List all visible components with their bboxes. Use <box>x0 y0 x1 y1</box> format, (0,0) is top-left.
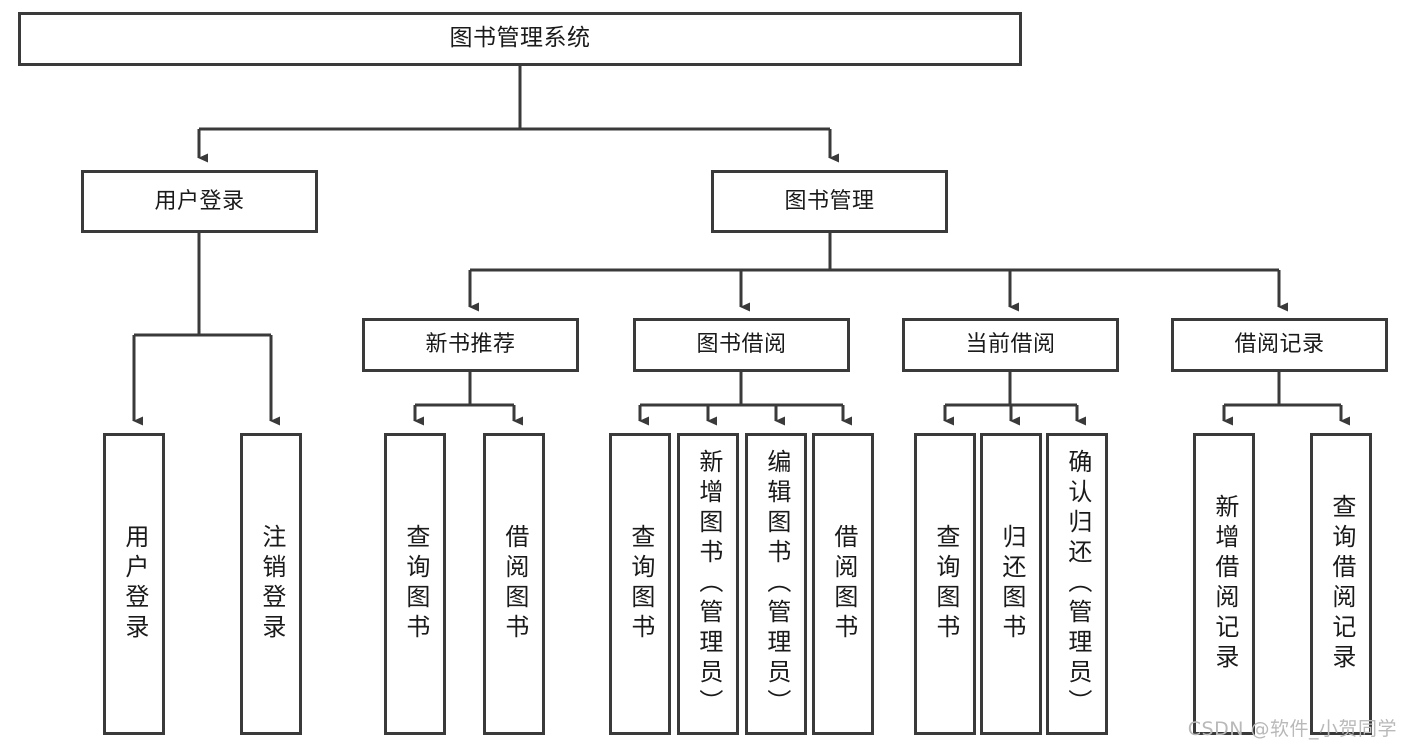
leaf-current-confirm-return-label: 确认归还（管理员） <box>1063 449 1092 719</box>
leaf-recommend-query-book[interactable]: 查询图书 <box>384 433 446 735</box>
leaf-borrow-borrow-book[interactable]: 借阅图书 <box>812 433 874 735</box>
leaf-borrow-add-book-label: 新增图书（管理员） <box>694 449 723 719</box>
leaf-record-add-record-label: 新增借阅记录 <box>1210 494 1239 674</box>
leaf-user-logout-label: 注销登录 <box>257 524 286 644</box>
leaf-recommend-borrow-book-label: 借阅图书 <box>500 524 529 644</box>
node-root-label: 图书管理系统 <box>449 25 591 52</box>
leaf-recommend-borrow-book[interactable]: 借阅图书 <box>483 433 545 735</box>
node-user-login-label: 用户登录 <box>154 188 245 214</box>
leaf-borrow-borrow-book-label: 借阅图书 <box>829 524 858 644</box>
node-book-manage-label: 图书管理 <box>784 188 875 214</box>
leaf-record-query-record[interactable]: 查询借阅记录 <box>1310 433 1372 735</box>
node-book-borrow[interactable]: 图书借阅 <box>633 318 850 372</box>
node-new-book-recommend-label: 新书推荐 <box>425 332 516 358</box>
node-current-borrow-label: 当前借阅 <box>965 332 1056 358</box>
node-user-login[interactable]: 用户登录 <box>81 170 318 233</box>
leaf-recommend-query-book-label: 查询图书 <box>401 524 430 644</box>
node-root[interactable]: 图书管理系统 <box>18 12 1022 66</box>
leaf-borrow-query-book-label: 查询图书 <box>626 524 655 644</box>
leaf-current-query-book[interactable]: 查询图书 <box>914 433 976 735</box>
leaf-current-return-book[interactable]: 归还图书 <box>980 433 1042 735</box>
leaf-current-return-book-label: 归还图书 <box>997 524 1026 644</box>
leaf-current-confirm-return[interactable]: 确认归还（管理员） <box>1046 433 1108 735</box>
leaf-borrow-add-book[interactable]: 新增图书（管理员） <box>677 433 739 735</box>
node-borrow-record[interactable]: 借阅记录 <box>1171 318 1388 372</box>
node-current-borrow[interactable]: 当前借阅 <box>902 318 1119 372</box>
leaf-current-query-book-label: 查询图书 <box>931 524 960 644</box>
leaf-borrow-edit-book[interactable]: 编辑图书（管理员） <box>745 433 807 735</box>
leaf-user-logout[interactable]: 注销登录 <box>240 433 302 735</box>
leaf-record-add-record[interactable]: 新增借阅记录 <box>1193 433 1255 735</box>
node-borrow-record-label: 借阅记录 <box>1234 332 1325 358</box>
leaf-user-login-label: 用户登录 <box>120 524 149 644</box>
node-book-manage[interactable]: 图书管理 <box>711 170 948 233</box>
leaf-borrow-edit-book-label: 编辑图书（管理员） <box>762 449 791 719</box>
leaf-borrow-query-book[interactable]: 查询图书 <box>609 433 671 735</box>
leaf-user-login[interactable]: 用户登录 <box>103 433 165 735</box>
node-book-borrow-label: 图书借阅 <box>696 332 787 358</box>
leaf-record-query-record-label: 查询借阅记录 <box>1327 494 1356 674</box>
node-new-book-recommend[interactable]: 新书推荐 <box>362 318 579 372</box>
